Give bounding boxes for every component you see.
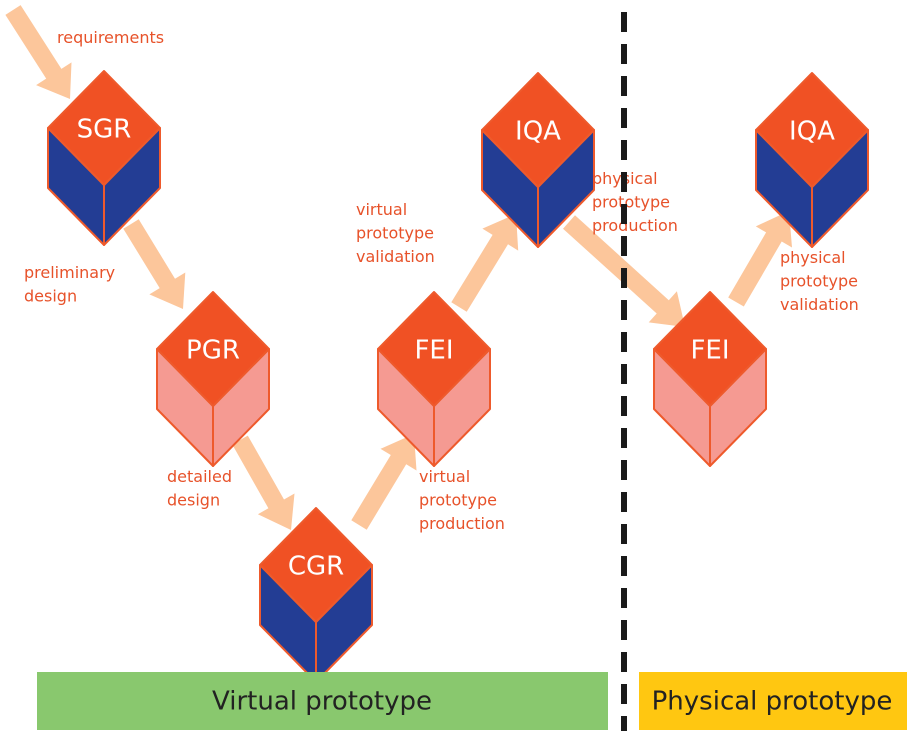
cube-cgr: CGR [259,507,373,683]
cube-top-face [653,291,767,407]
physical-prototype-band [639,672,907,730]
step-labels: requirements preliminary design detailed des… [24,28,859,533]
cube-label: IQA [789,117,835,147]
arrow-requirements [5,5,72,100]
label-line: prototype [419,491,497,510]
cube-top-face [377,291,491,407]
label-line: prototype [356,224,434,243]
label-line: validation [356,247,435,266]
virtual-prototype-band [37,672,608,730]
label-line: virtual [356,200,407,219]
flow-arrows [5,5,792,530]
label-physical-prototype-validation: physical prototype validation [780,248,859,314]
label-preliminary-design: preliminary design [24,263,115,306]
cube-pgr: PGR [156,291,270,467]
cube-label: FEI [690,336,729,366]
label-line: virtual [419,467,470,486]
cube-top-face [259,507,373,623]
cube-label: PGR [186,336,240,366]
label-line: design [24,287,77,306]
cube-label: SGR [77,115,132,145]
label-line: prototype [780,272,858,291]
label-line: detailed [167,467,232,486]
label-line: physical [780,248,846,267]
label-physical-prototype-production: physicalprototypeproduction [592,169,678,235]
physical-prototype-label: Physical prototype [652,687,893,717]
label-line: prototype [592,193,670,212]
arrow-detailed-design [232,435,295,530]
arrow-virtual-validation [451,214,519,312]
cube-top-face [481,72,595,188]
cube-fei-physical: FEI [653,291,767,467]
cube-label: FEI [414,336,453,366]
label-virtual-prototype-validation: virtual prototype validation [356,200,435,266]
label-line: design [167,491,220,510]
cube-top-face [755,72,869,188]
arrow-preliminary-design [123,219,186,309]
cube-sgr: SGR [47,70,161,246]
label-detailed-design: detailed design [167,467,232,510]
cube-iqa-physical: IQA [755,72,869,248]
virtual-prototype-label: Virtual prototype [212,687,432,717]
stage-cubes: SGR PGR CGR FEI IQA FEI IQA [47,70,869,683]
label-line: production [419,514,505,533]
label-requirements: requirements [57,28,164,47]
cube-top-face [47,70,161,186]
cube-label: CGR [288,552,344,582]
label-line: production [592,216,678,235]
arrow-virtual-production [351,434,417,530]
label-line: preliminary [24,263,115,282]
cube-iqa-virtual: IQA [481,72,595,248]
cube-top-face [156,291,270,407]
cube-label: IQA [515,117,561,147]
arrow-physical-validation [728,211,792,307]
cube-fei-virtual: FEI [377,291,491,467]
label-virtual-prototype-production: virtual prototype production [419,467,505,533]
label-line: validation [780,295,859,314]
label-line: requirements [57,28,164,47]
